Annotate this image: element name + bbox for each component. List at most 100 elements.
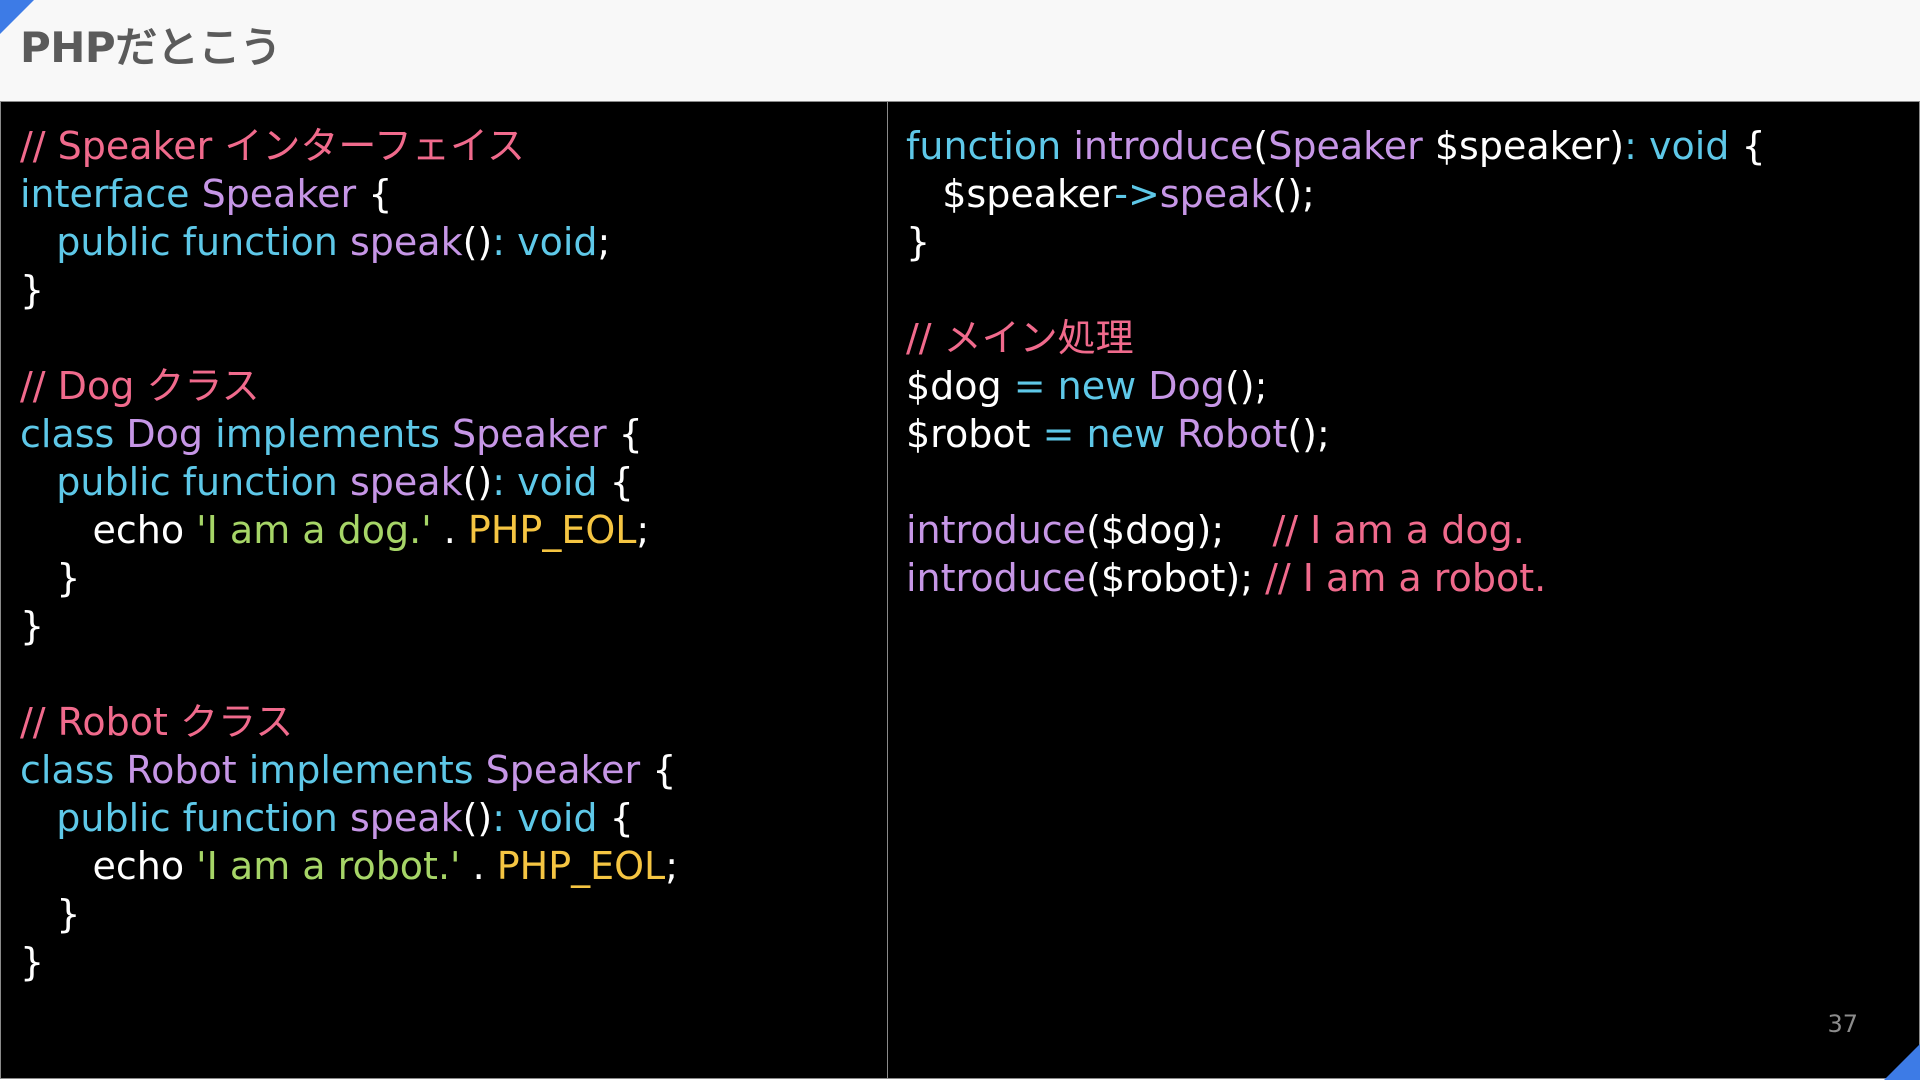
slide-title: PHPだとこう — [20, 23, 282, 72]
code-line: introduce($robot); // I am a robot. — [906, 554, 1766, 602]
code-panel-right: function introduce(Speaker $speaker): vo… — [887, 101, 1920, 1079]
code-token-plain: ; — [636, 508, 650, 552]
code-token-class_name: Speaker — [1268, 124, 1435, 168]
code-line: $speaker->speak(); — [906, 170, 1766, 218]
code-token-string: 'I am a dog.' — [196, 508, 432, 552]
code-line: // メイン処理 — [906, 314, 1766, 362]
code-token-class_name: introduce — [906, 508, 1087, 552]
code-line: // Robot クラス — [20, 698, 678, 746]
code-token-plain: $dog — [906, 364, 1014, 408]
code-token-class_name: Dog — [1148, 364, 1225, 408]
code-token-comment: // メイン処理 — [906, 316, 1134, 360]
code-line: class Dog implements Speaker { — [20, 410, 678, 458]
code-line: introduce($dog); // I am a dog. — [906, 506, 1766, 554]
code-line: } — [20, 554, 678, 602]
code-token-plain: { — [356, 172, 393, 216]
code-token-plain: () — [462, 460, 493, 504]
code-token-plain: . — [460, 844, 497, 888]
code-token-keyword: : void — [492, 460, 598, 504]
code-token-keyword: -> — [1114, 172, 1160, 216]
code-token-plain: } — [20, 604, 45, 648]
code-line: $robot = new Robot(); — [906, 410, 1766, 458]
code-token-constant: PHP_EOL — [467, 508, 637, 552]
page-number: 37 — [1827, 1010, 1858, 1038]
code-token-class_name: introduce — [1073, 124, 1254, 168]
slide-header: PHPだとこう — [0, 0, 1920, 101]
code-token-plain: ( — [1253, 124, 1269, 168]
code-token-plain: } — [20, 940, 45, 984]
code-line: echo 'I am a dog.' . PHP_EOL; — [20, 506, 678, 554]
code-token-plain: () — [462, 220, 493, 264]
code-token-keyword: implements — [215, 412, 453, 456]
code-token-keyword: = new — [1013, 364, 1149, 408]
code-token-string: 'I am a robot.' — [196, 844, 461, 888]
code-token-plain: ; — [665, 844, 679, 888]
code-token-plain: . — [431, 508, 468, 552]
code-token-plain — [20, 796, 56, 840]
code-line: } — [20, 602, 678, 650]
code-token-keyword: interface — [20, 172, 202, 216]
code-token-plain: { — [640, 748, 677, 792]
code-token-plain: } — [906, 220, 931, 264]
code-token-keyword: : void — [492, 796, 598, 840]
code-line: function introduce(Speaker $speaker): vo… — [906, 122, 1766, 170]
code-line — [906, 458, 1766, 506]
code-line: } — [20, 938, 678, 986]
code-token-class_name: speak — [1159, 172, 1273, 216]
code-token-plain: (); — [1224, 364, 1268, 408]
code-line: class Robot implements Speaker { — [20, 746, 678, 794]
corner-accent-top-left — [0, 0, 34, 34]
code-token-plain: $speaker — [906, 172, 1115, 216]
code-line: echo 'I am a robot.' . PHP_EOL; — [20, 842, 678, 890]
code-token-keyword: public function — [56, 460, 350, 504]
code-token-plain: { — [597, 796, 634, 840]
code-token-plain: ($dog); — [1086, 508, 1273, 552]
code-token-plain: ; — [597, 220, 611, 264]
code-token-plain: $robot — [906, 412, 1043, 456]
code-line: } — [20, 266, 678, 314]
code-token-plain: echo — [20, 508, 197, 552]
code-line: } — [906, 218, 1766, 266]
code-line — [20, 650, 678, 698]
code-line: public function speak(): void; — [20, 218, 678, 266]
code-token-keyword: public function — [56, 796, 350, 840]
code-line: $dog = new Dog(); — [906, 362, 1766, 410]
code-token-plain: echo — [20, 844, 197, 888]
code-token-comment: // Robot クラス — [20, 700, 294, 744]
code-token-plain — [20, 460, 56, 504]
code-line — [20, 314, 678, 362]
code-token-class_name: speak — [349, 220, 463, 264]
code-line: } — [20, 890, 678, 938]
code-token-class_name: Dog — [126, 412, 216, 456]
code-token-plain: (); — [1272, 172, 1315, 216]
code-line: public function speak(): void { — [20, 794, 678, 842]
code-token-class_name: Robot — [1177, 412, 1288, 456]
code-token-keyword: = new — [1042, 412, 1178, 456]
code-line: public function speak(): void { — [20, 458, 678, 506]
code-token-plain: (); — [1287, 412, 1330, 456]
code-token-keyword: function — [906, 124, 1074, 168]
code-token-keyword: : void — [1624, 124, 1730, 168]
code-token-comment: // I am a dog. — [1272, 508, 1525, 552]
code-token-plain: $speaker) — [1434, 124, 1625, 168]
code-token-plain: () — [462, 796, 493, 840]
code-token-class_name: Speaker — [201, 172, 357, 216]
code-line: interface Speaker { — [20, 170, 678, 218]
code-token-keyword: : void — [492, 220, 598, 264]
code-token-class_name: Robot — [126, 748, 249, 792]
code-token-plain: } — [20, 268, 45, 312]
code-token-plain: { — [606, 412, 643, 456]
code-token-class_name: speak — [349, 796, 463, 840]
code-token-plain: } — [20, 556, 81, 600]
code-token-class_name: Speaker — [452, 412, 607, 456]
code-token-comment: // I am a robot. — [1265, 556, 1547, 600]
code-line — [906, 266, 1766, 314]
code-token-keyword: class — [20, 412, 127, 456]
code-token-plain: { — [1729, 124, 1766, 168]
corner-accent-bottom-right — [1884, 1044, 1920, 1080]
code-token-plain — [20, 220, 56, 264]
code-line: // Dog クラス — [20, 362, 678, 410]
